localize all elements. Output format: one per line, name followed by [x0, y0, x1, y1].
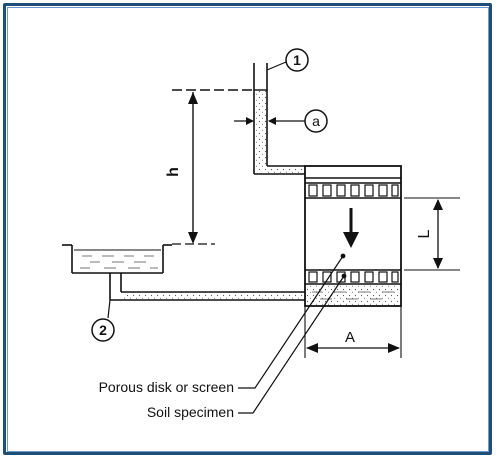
porous-disk-label: Porous disk or screen — [99, 379, 234, 395]
outflow-tank — [62, 244, 305, 301]
area-label: A — [345, 329, 355, 346]
flow-arrow — [343, 208, 359, 248]
head-dimension: h — [165, 92, 215, 245]
area-dimension: A — [304, 306, 402, 358]
length-dimension: L — [404, 197, 460, 271]
marker-1-label: 1 — [293, 52, 301, 68]
marker-2-label: 2 — [99, 322, 107, 338]
head-label: h — [165, 167, 182, 177]
soil-specimen-label: Soil specimen — [147, 404, 234, 420]
length-label: L — [416, 229, 433, 238]
upper-porous-disk — [305, 182, 401, 199]
leader-lines — [238, 253, 347, 414]
marker-a-label: a — [312, 113, 320, 129]
marker-2: 2 — [91, 299, 115, 342]
lower-porous-disk — [305, 269, 401, 285]
marker-a: a — [234, 109, 328, 133]
standpipe — [253, 63, 305, 175]
frame-inner-border — [7, 7, 489, 452]
marker-1: 1 — [266, 48, 309, 72]
frame-border — [3, 3, 492, 455]
permeameter-cell — [304, 165, 402, 307]
